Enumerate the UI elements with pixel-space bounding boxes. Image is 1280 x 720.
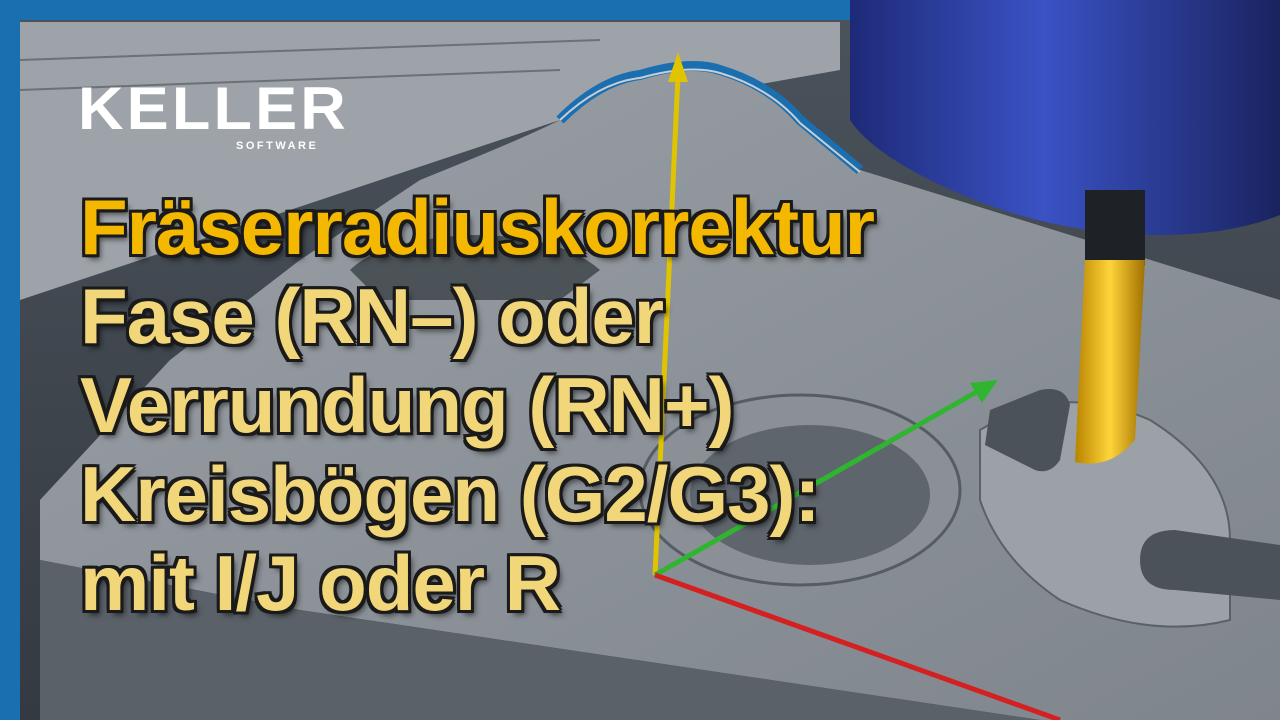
slot-near-tool	[985, 389, 1070, 472]
axis-z-line	[652, 74, 681, 576]
logo-subtitle: SOFTWARE	[236, 140, 319, 152]
logo-wordmark: KELLER	[78, 75, 349, 142]
back-plate-step	[19, 39, 601, 91]
pocket-left	[350, 235, 600, 300]
axis-x-line	[654, 572, 1061, 720]
headline: Fräserradiuskorrektur Fase (RN–) oder Ve…	[80, 183, 1200, 628]
headline-line-5: mit I/J oder R	[80, 539, 561, 627]
axis-y-arrow-icon	[970, 380, 998, 403]
keller-logo: KELLER SOFTWARE	[78, 78, 346, 158]
contour-edge-inner	[559, 68, 861, 173]
headline-line-1: Fräserradiuskorrektur	[80, 183, 875, 271]
headline-line-3: Verrundung (RN+)	[80, 361, 735, 449]
tool-shank	[1085, 190, 1145, 265]
contour-edge	[556, 61, 864, 174]
slot-right	[1140, 530, 1280, 600]
workpiece-plate	[40, 66, 1280, 720]
headline-line-4: Kreisbögen (G2/G3):	[80, 450, 820, 538]
axis-y-line	[653, 387, 982, 578]
plate-front-face	[40, 560, 1040, 720]
circular-pocket-inner	[690, 425, 930, 565]
headline-line-2: Fase (RN–) oder	[80, 272, 664, 360]
axis-z-arrow-icon	[668, 52, 688, 82]
spindle-body	[850, 0, 1280, 235]
milling-tool	[1075, 260, 1145, 464]
